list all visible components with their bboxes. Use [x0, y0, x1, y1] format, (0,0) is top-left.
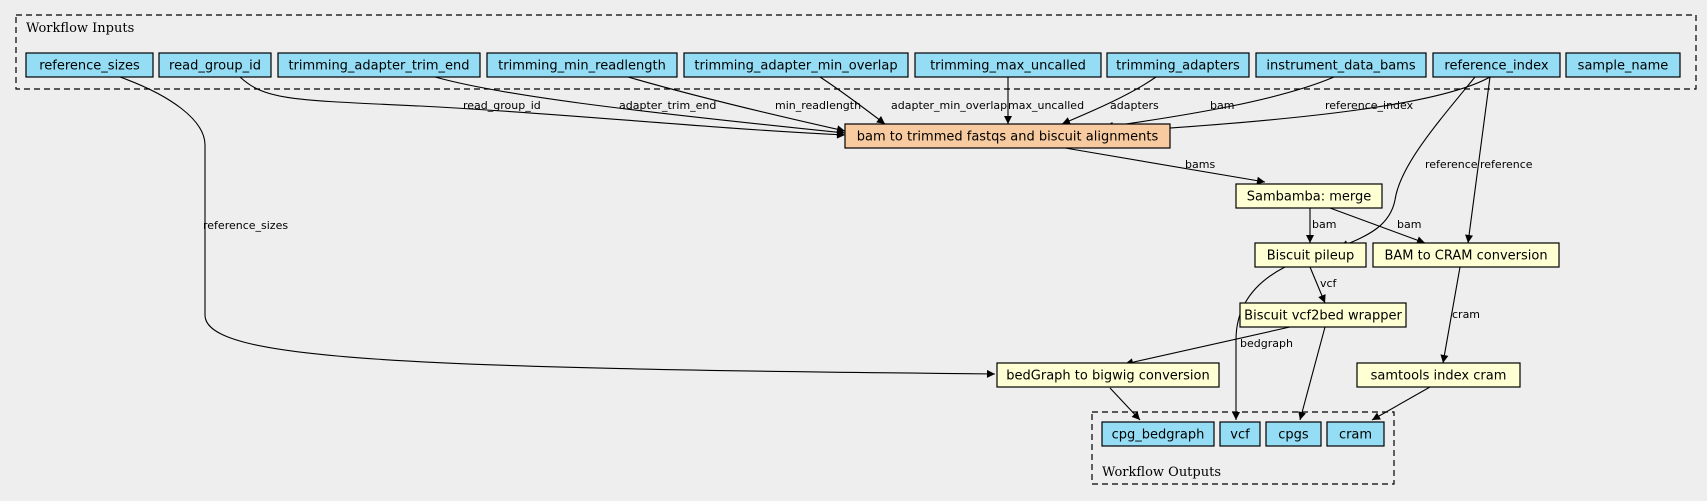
edge-label-min-readlength: min_readlength	[775, 99, 861, 112]
edge-label-max-uncalled: max_uncalled	[1008, 99, 1084, 112]
edge-label-adapters: adapters	[1110, 99, 1159, 112]
workflow-inputs-label: Workflow Inputs	[26, 21, 134, 36]
input-node-sample-name[interactable]: sample_name	[1565, 52, 1681, 78]
input-node-trimming-min-readlength[interactable]: trimming_min_readlength	[486, 52, 678, 78]
input-label: reference_index	[1444, 59, 1548, 74]
input-node-trimming-max-uncalled[interactable]: trimming_max_uncalled	[914, 52, 1102, 78]
edge-reference-index	[1124, 76, 1491, 135]
edge-label-bedgraph: bedgraph	[1240, 337, 1293, 350]
step-label: Sambamba: merge	[1247, 190, 1372, 205]
edge-cram	[1440, 266, 1461, 364]
output-node-cpgs[interactable]: cpgs	[1265, 421, 1322, 447]
output-node-cram[interactable]: cram	[1326, 421, 1385, 447]
input-label: sample_name	[1578, 59, 1669, 74]
edge-label-bam-main: bam	[1210, 99, 1234, 112]
input-label: trimming_max_uncalled	[930, 59, 1086, 74]
edge-cpg-bedgraph	[1109, 387, 1141, 421]
edge-cram-output	[1371, 386, 1431, 421]
input-label: trimming_min_readlength	[498, 59, 666, 74]
edge-bam-main	[1104, 76, 1335, 130]
input-label: instrument_data_bams	[1266, 59, 1415, 74]
step-node-samtools-index[interactable]: samtools index cram	[1356, 362, 1521, 388]
edge-reference-sizes	[119, 76, 996, 378]
edge-label-reference-cram: reference	[1480, 158, 1533, 171]
edge-min-readlength	[627, 76, 846, 134]
step-label: Biscuit pileup	[1267, 249, 1355, 264]
input-node-instrument-data-bams[interactable]: instrument_data_bams	[1255, 52, 1427, 78]
output-label: cram	[1339, 428, 1372, 443]
step-label: samtools index cram	[1371, 369, 1507, 384]
edge-bedgraph	[1124, 326, 1291, 367]
step-label: BAM to CRAM conversion	[1384, 249, 1547, 264]
edge-label-bams: bams	[1185, 158, 1215, 171]
edge-reference-pileup	[1339, 76, 1476, 248]
step-node-biscuit-vcf2bed[interactable]: Biscuit vcf2bed wrapper	[1239, 302, 1407, 328]
edge-adapters	[1061, 76, 1157, 125]
step-node-bedgraph-to-bigwig[interactable]: bedGraph to bigwig conversion	[996, 362, 1220, 388]
edge-label-adapter-min-overlap: adapter_min_overlap	[891, 99, 1007, 112]
input-label: read_group_id	[169, 59, 261, 74]
edge-label-cram: cram	[1452, 308, 1480, 321]
output-label: cpg_bedgraph	[1112, 428, 1205, 443]
edge-label-adapter-trim-end: adapter_trim_end	[619, 99, 716, 112]
edge-label-reference-index: reference_index	[1325, 99, 1414, 112]
output-label: vcf	[1230, 428, 1250, 443]
edge-label-reference-pileup: reference	[1425, 158, 1478, 171]
input-nodes: reference_sizes read_group_id trimming_a…	[25, 52, 1681, 78]
workflow-inputs-cluster	[15, 14, 1697, 90]
edge-reference-cram	[1465, 76, 1491, 244]
step-node-main[interactable]: bam to trimmed fastqs and biscuit alignm…	[844, 123, 1171, 149]
input-label: trimming_adapter_min_overlap	[694, 59, 897, 74]
step-node-bam-to-cram[interactable]: BAM to CRAM conversion	[1372, 242, 1560, 268]
step-node-biscuit-pileup[interactable]: Biscuit pileup	[1254, 242, 1367, 268]
input-label: trimming_adapter_trim_end	[288, 59, 469, 74]
edge-label-bam-cram: bam	[1397, 218, 1421, 231]
input-label: reference_sizes	[39, 59, 140, 74]
output-node-vcf[interactable]: vcf	[1219, 421, 1261, 447]
input-label: trimming_adapters	[1116, 59, 1240, 74]
step-nodes: bam to trimmed fastqs and biscuit alignm…	[844, 123, 1560, 388]
edge-adapter-trim-end	[434, 76, 846, 137]
edge-label-vcf: vcf	[1320, 277, 1338, 290]
input-node-trimming-adapters[interactable]: trimming_adapters	[1106, 52, 1250, 78]
edge-read-group-id	[239, 76, 846, 139]
edge-bam-cram	[1329, 207, 1426, 244]
edge-cpgs	[1298, 326, 1326, 421]
output-label: cpgs	[1278, 428, 1309, 443]
input-node-reference-sizes[interactable]: reference_sizes	[25, 52, 154, 78]
edge-labels: read_group_id adapter_trim_end min_readl…	[203, 99, 1533, 350]
input-node-trimming-adapter-min-overlap[interactable]: trimming_adapter_min_overlap	[683, 52, 909, 78]
edge-adapter-min-overlap	[819, 76, 886, 125]
step-label: Biscuit vcf2bed wrapper	[1244, 309, 1402, 324]
step-node-sambamba-merge[interactable]: Sambamba: merge	[1235, 183, 1383, 209]
edge-bams	[1064, 147, 1266, 185]
edge-vcf-vcf2bed	[1309, 266, 1326, 304]
step-label: bam to trimmed fastqs and biscuit alignm…	[857, 130, 1159, 145]
input-node-read-group-id[interactable]: read_group_id	[158, 52, 272, 78]
input-node-trimming-adapter-trim-end[interactable]: trimming_adapter_trim_end	[277, 52, 481, 78]
output-nodes: cpg_bedgraph vcf cpgs cram	[1101, 421, 1385, 447]
input-node-reference-index[interactable]: reference_index	[1432, 52, 1561, 78]
edge-label-read-group-id: read_group_id	[463, 99, 541, 112]
edge-label-reference-sizes: reference_sizes	[203, 219, 288, 232]
workflow-outputs-cluster	[1091, 411, 1395, 485]
step-label: bedGraph to bigwig conversion	[1006, 369, 1209, 384]
workflow-outputs-label: Workflow Outputs	[1102, 465, 1221, 480]
edge-label-bam-pileup: bam	[1312, 218, 1336, 231]
output-node-cpg-bedgraph[interactable]: cpg_bedgraph	[1101, 421, 1215, 447]
